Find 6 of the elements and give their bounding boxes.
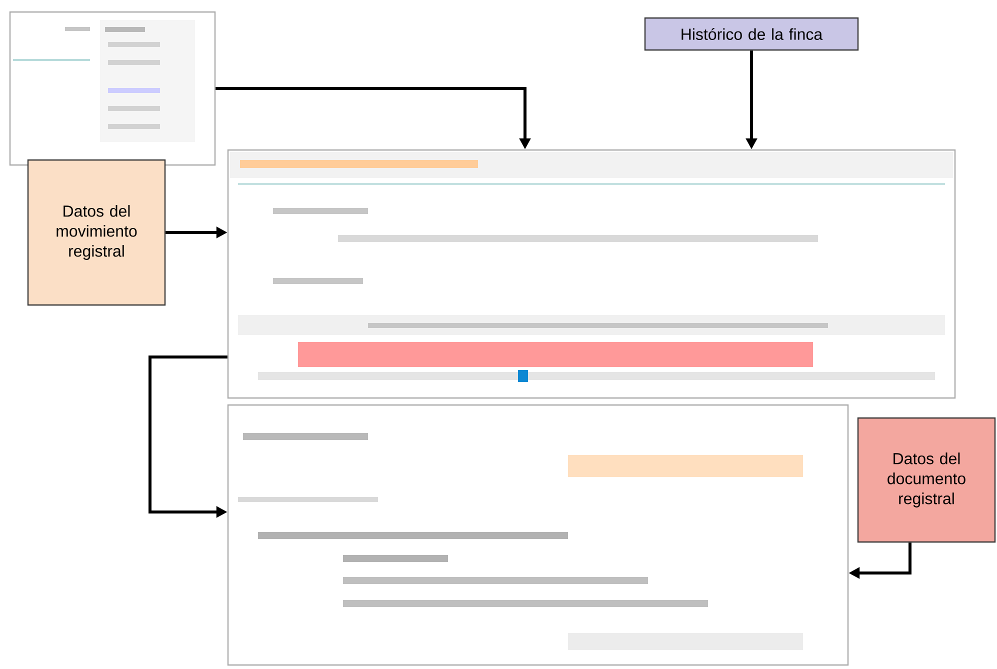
picture: [9, 11, 216, 166]
picture: [227, 149, 956, 399]
label-box: Histórico de la finca: [644, 17, 859, 51]
label-box: Datos del documento registral: [857, 417, 996, 543]
picture: [227, 404, 849, 666]
label-box: Datos del movimiento registral: [27, 159, 166, 306]
